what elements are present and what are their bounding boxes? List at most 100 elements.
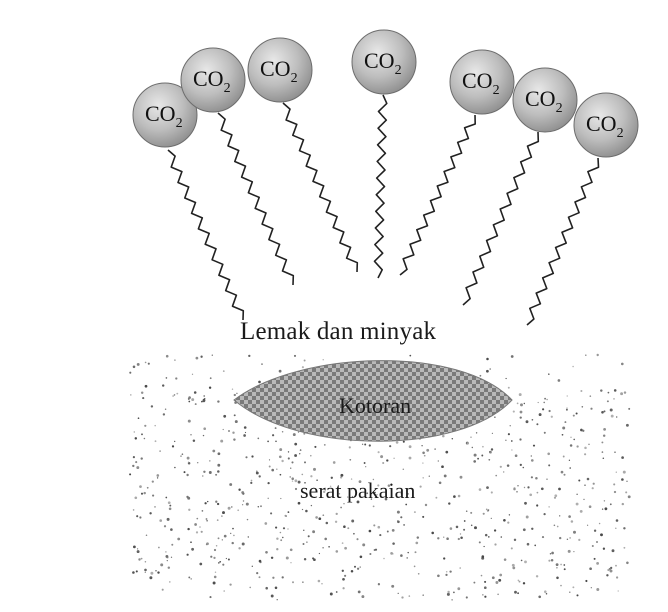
fiber-speck: [188, 396, 191, 399]
fiber-speck: [573, 439, 575, 441]
fiber-speck: [155, 570, 156, 571]
fiber-speck: [187, 554, 189, 556]
fiber-speck: [409, 595, 411, 597]
fiber-speck: [620, 392, 623, 395]
fiber-speck: [129, 473, 131, 475]
fiber-speck: [292, 480, 293, 481]
fiber-speck: [357, 568, 359, 570]
fiber-speck: [594, 558, 596, 560]
fiber-speck: [364, 462, 366, 464]
fiber-speck: [245, 432, 246, 433]
fiber-speck: [362, 543, 365, 546]
fiber-speck: [271, 595, 274, 598]
fiber-speck: [547, 452, 550, 455]
fiber-speck: [375, 549, 377, 551]
fiber-speck: [215, 571, 216, 572]
fiber-speck: [150, 572, 153, 575]
fiber-speck: [382, 462, 384, 464]
fiber-speck: [136, 515, 138, 517]
fiber-speck: [532, 419, 534, 421]
fiber-speck: [563, 456, 565, 458]
fiber-speck: [484, 596, 486, 598]
fiber-speck: [377, 526, 380, 529]
fiber-speck: [248, 355, 250, 357]
fiber-speck: [515, 454, 518, 457]
fiber-speck: [139, 516, 141, 518]
fiber-speck: [214, 549, 216, 551]
fiber-speck: [460, 536, 463, 539]
fiber-speck: [217, 400, 219, 402]
fiber-speck: [236, 393, 238, 395]
fiber-speck: [603, 548, 605, 550]
fiber-speck: [523, 528, 526, 531]
fiber-speck: [569, 592, 570, 593]
fiber-speck: [628, 495, 631, 498]
fiber-speck: [365, 466, 366, 467]
fiber-speck: [539, 413, 542, 416]
fiber-speck: [393, 458, 394, 459]
fiber-speck: [259, 576, 261, 578]
fiber-speck: [213, 557, 215, 559]
fiber-speck: [522, 467, 524, 469]
fiber-speck: [196, 518, 198, 520]
fiber-speck: [229, 483, 232, 486]
fiber-speck: [168, 566, 170, 568]
fiber-speck: [193, 440, 195, 442]
fiber-speck: [186, 474, 188, 476]
fiber-speck: [326, 522, 329, 525]
fiber-speck: [223, 370, 225, 372]
fiber-speck: [407, 552, 408, 553]
fiber-speck: [165, 555, 168, 558]
fiber-speck: [494, 529, 496, 531]
fiber-speck: [174, 359, 176, 361]
fiber-speck: [290, 468, 291, 469]
fiber-speck: [473, 582, 475, 584]
fiber-speck: [231, 506, 232, 507]
fiber-speck: [159, 519, 162, 522]
fiber-speck: [203, 471, 205, 473]
fiber-speck: [482, 555, 485, 558]
fiber-speck: [280, 474, 282, 476]
fiber-speck: [267, 498, 268, 499]
fiber-speck: [243, 434, 246, 437]
fiber-speck: [160, 563, 163, 566]
fiber-speck: [576, 445, 578, 447]
fiber-speck: [290, 562, 291, 563]
fiber-speck: [250, 482, 252, 484]
fiber-speck: [275, 441, 277, 443]
fiber-speck: [520, 411, 523, 414]
fiber-speck: [511, 355, 514, 358]
fiber-speck: [602, 508, 603, 509]
fiber-speck: [597, 354, 599, 356]
fiber-speck: [612, 549, 615, 552]
fiber-speck: [601, 411, 604, 414]
fiber-speck: [176, 393, 178, 395]
fiber-speck: [591, 587, 592, 588]
fiber-speck: [524, 403, 525, 404]
fiber-speck: [511, 440, 513, 442]
fiber-speck: [233, 438, 235, 440]
fiber-speck: [569, 467, 571, 469]
fiber-speck: [439, 482, 442, 485]
fiber-speck: [472, 447, 473, 448]
fiber-speck: [360, 556, 363, 559]
fiber-speck: [324, 538, 327, 541]
fiber-speck: [277, 599, 278, 600]
fiber-speck: [360, 566, 361, 567]
fiber-speck: [342, 542, 344, 544]
fiber-speck: [379, 534, 381, 536]
fiber-speck: [550, 553, 552, 555]
fiber-speck: [474, 454, 477, 457]
fiber-speck: [151, 405, 153, 407]
fiber-speck: [203, 399, 206, 402]
fiber-speck: [520, 464, 522, 466]
co2-head-6: CO2: [513, 68, 577, 132]
fiber-speck: [542, 408, 544, 410]
fiber-speck: [551, 552, 554, 555]
fiber-speck: [594, 530, 596, 532]
fiber-speck: [222, 539, 223, 540]
fiber-speck: [169, 505, 171, 507]
fiber-speck: [554, 494, 557, 497]
